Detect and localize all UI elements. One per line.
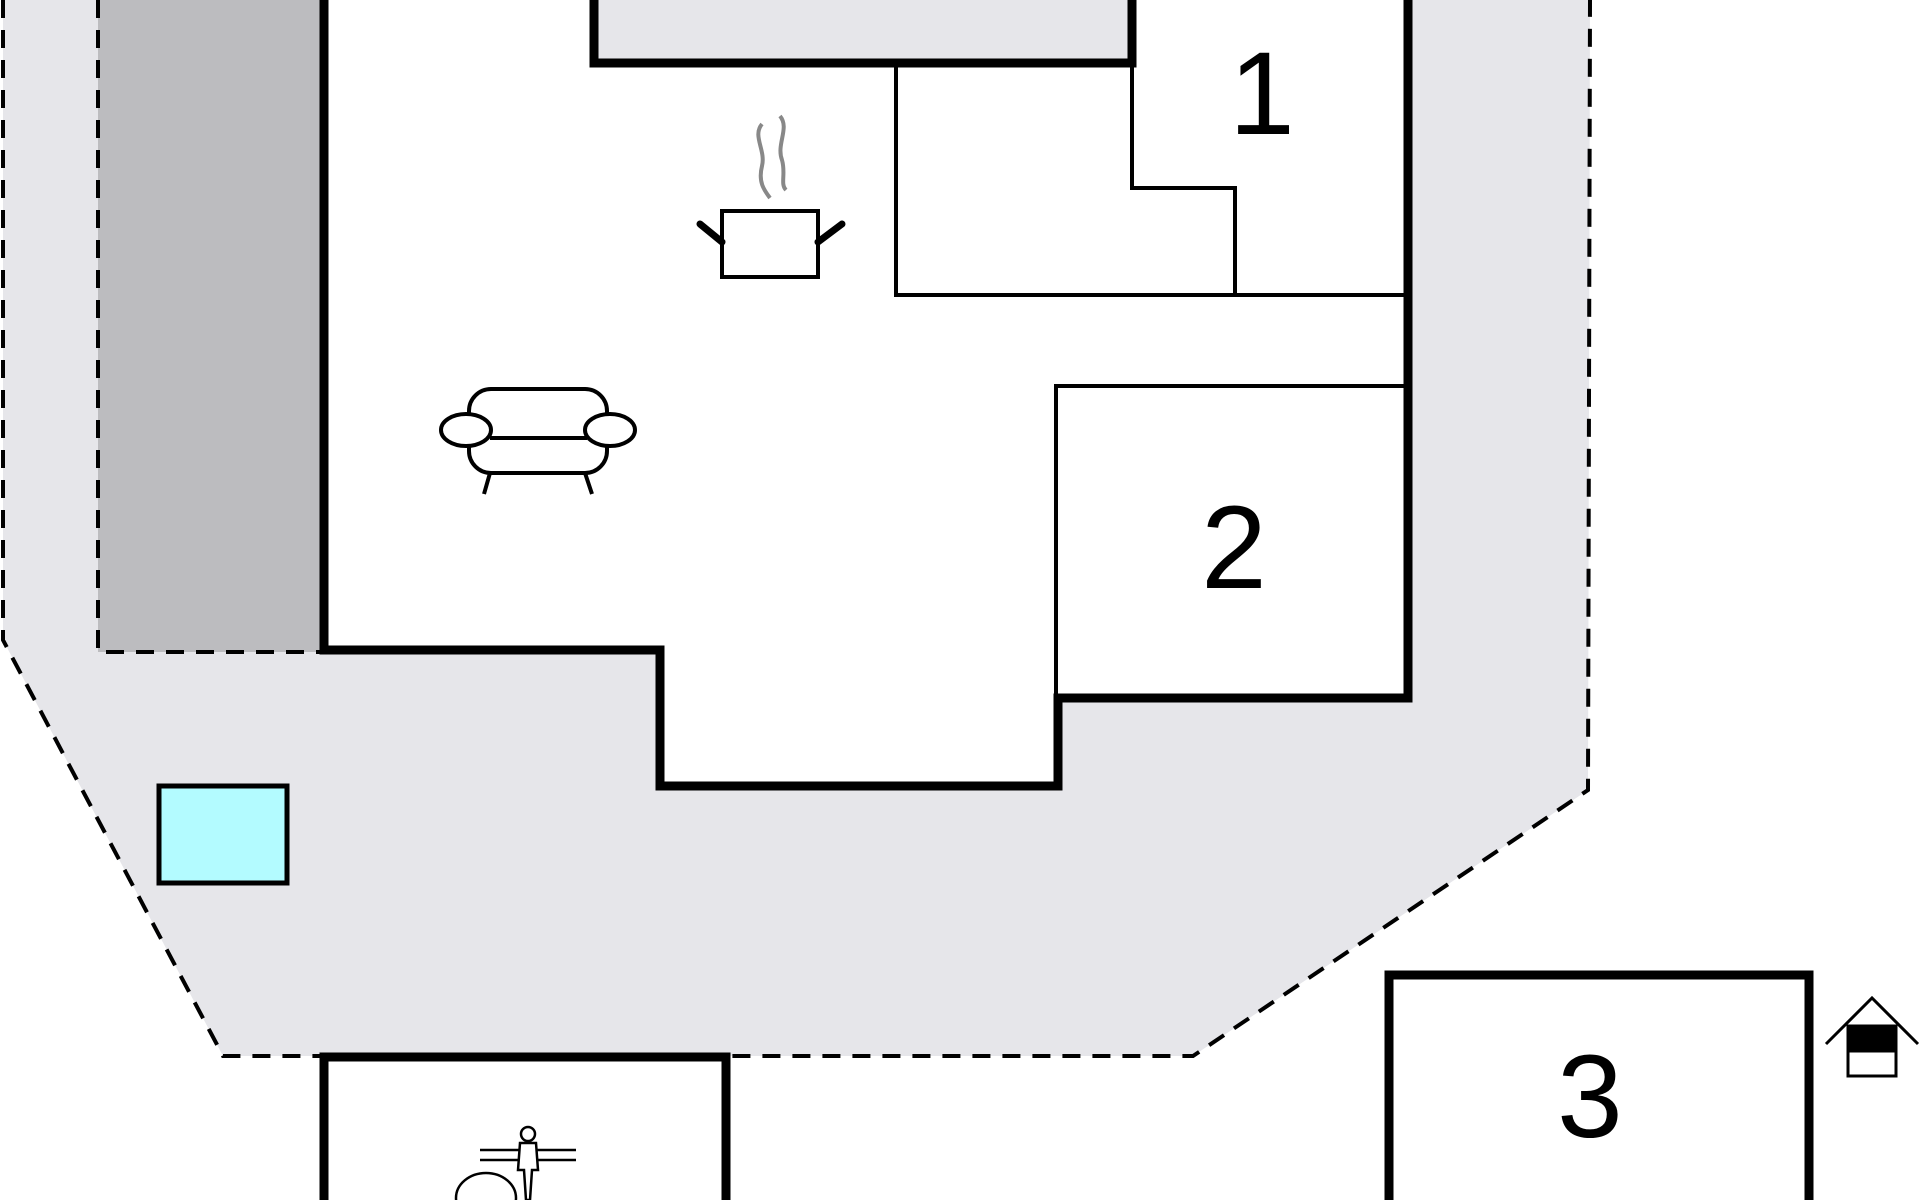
room-3-number: 3 [1557, 1031, 1623, 1163]
kitchen-counter [589, 0, 1137, 68]
sofa-icon [439, 387, 637, 495]
room-2-wall [1054, 384, 1404, 698]
sauna-house-icon [1824, 995, 1920, 1078]
room-2-number: 2 [1201, 482, 1267, 614]
room-1-inner-wall [1130, 63, 1237, 295]
carport-area [98, 0, 324, 652]
house-interior [324, 0, 1408, 786]
house-outer-wall [319, 0, 1413, 791]
outdoor-shower-icon [454, 1125, 576, 1200]
kitchen-pot-icon [696, 114, 846, 279]
room-3-building [1384, 970, 1814, 1200]
pool [156, 783, 290, 886]
carport-border [96, 0, 324, 654]
room-1-number: 1 [1229, 28, 1295, 160]
